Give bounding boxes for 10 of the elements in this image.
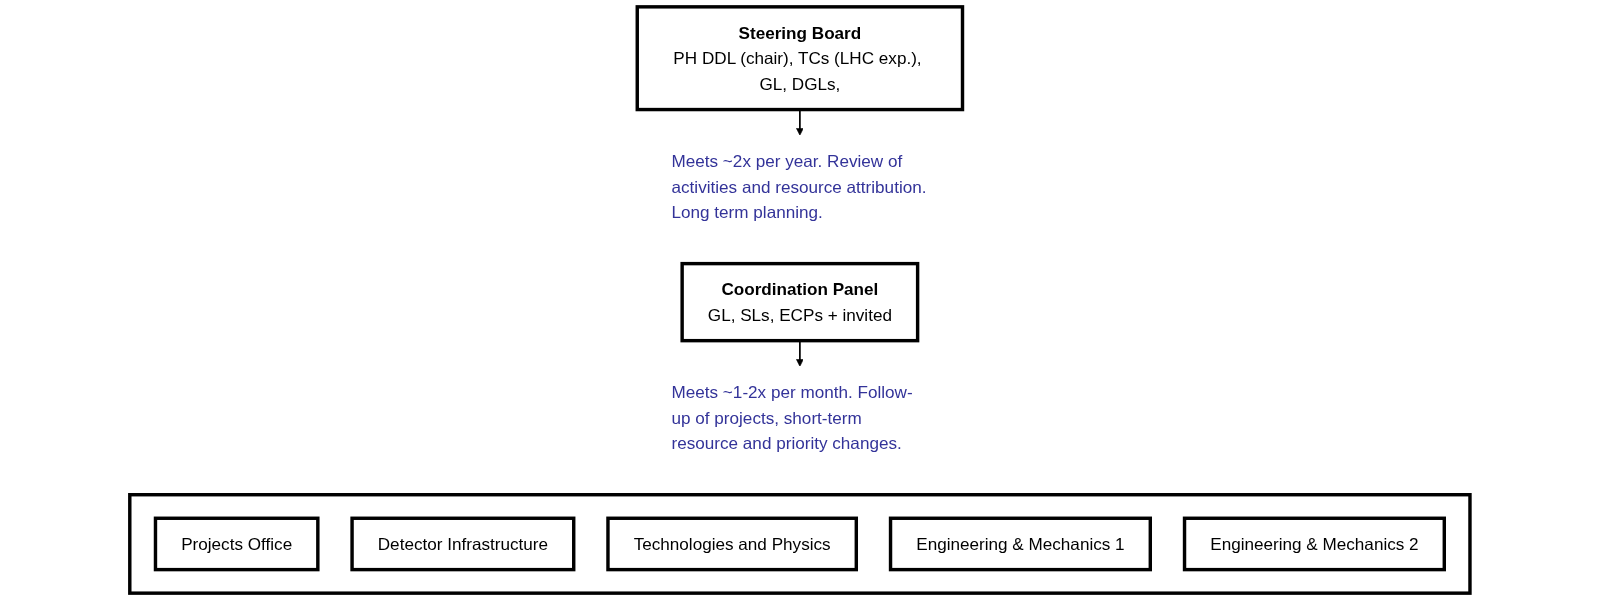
node-box: Technologies and Physics [606,516,859,572]
node-text: Meets ~1-2x per month. Follow-up of projects, short-term resource and priority changes. [671,382,913,453]
node-box: Projects Office [153,516,320,572]
node-box: Engineering & Mechanics 1 [888,516,1153,572]
node-box: Coordination Panel GL, SLs, ECPs + invited [680,261,920,343]
node-box: Steering Board PH DDL (chair), TCs (LHC exp.), GL, DGLs, [635,5,965,112]
cluster [128,493,1472,595]
node-box: Detector Infrastructure [350,516,576,572]
node-text: Meets ~2x per year. Review of activities and resource attribution. Long term planning. [671,151,927,222]
node-box: Engineering & Mechanics 2 [1182,516,1447,572]
